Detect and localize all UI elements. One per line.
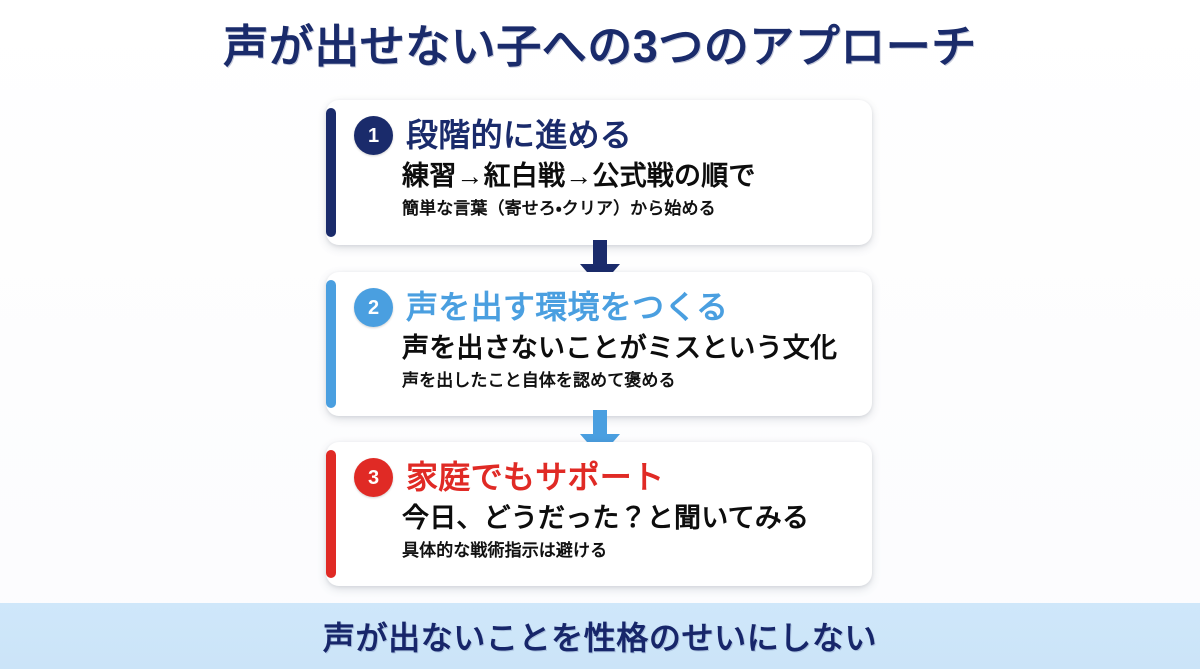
card-content-2: 2 声を出す環境をつくる 声を出さないことがミスという文化 声を出したこと自体を… bbox=[354, 272, 858, 416]
card-caption-3: 具体的な戦術指示は避ける bbox=[402, 541, 608, 560]
accent-bar-1 bbox=[326, 108, 336, 237]
card-caption-2: 声を出したこと自体を認めて褒める bbox=[402, 371, 676, 390]
card-heading-2: 声を出す環境をつくる bbox=[406, 288, 729, 325]
accent-bar-2 bbox=[326, 280, 336, 408]
step-number-badge-2: 2 bbox=[354, 288, 393, 327]
footer-message: 声が出ないことを性格のせいにしない bbox=[322, 620, 878, 656]
card-heading-1: 段階的に進める bbox=[406, 116, 633, 153]
card-content-1: 1 段階的に進める 練習→紅白戦→公式戦の順で 簡単な言葉（寄せろ・クリア）から… bbox=[354, 100, 858, 245]
card-content-3: 3 家庭でもサポート 今日、どうだった？と聞いてみる 具体的な戦術指示は避ける bbox=[354, 442, 858, 586]
card-header-2: 2 声を出す環境をつくる bbox=[354, 288, 728, 327]
step-number-badge-1: 1 bbox=[354, 116, 393, 155]
step-card-2: 2 声を出す環境をつくる 声を出さないことがミスという文化 声を出したこと自体を… bbox=[326, 272, 872, 416]
step-card-1: 1 段階的に進める 練習→紅白戦→公式戦の順で 簡単な言葉（寄せろ・クリア）から… bbox=[326, 100, 872, 245]
accent-bar-3 bbox=[326, 450, 336, 578]
card-subtitle-2: 声を出さないことがミスという文化 bbox=[402, 333, 838, 363]
card-subtitle-3: 今日、どうだった？と聞いてみる bbox=[402, 503, 810, 533]
card-heading-3: 家庭でもサポート bbox=[406, 458, 665, 495]
card-subtitle-1: 練習→紅白戦→公式戦の順で bbox=[402, 161, 756, 191]
page-title: 声が出せない子への3つのアプローチ bbox=[223, 21, 977, 72]
step-card-3: 3 家庭でもサポート 今日、どうだった？と聞いてみる 具体的な戦術指示は避ける bbox=[326, 442, 872, 586]
card-header-1: 1 段階的に進める bbox=[354, 116, 632, 155]
card-header-3: 3 家庭でもサポート bbox=[354, 458, 664, 497]
step-number-badge-3: 3 bbox=[354, 458, 393, 497]
card-caption-1: 簡単な言葉（寄せろ・クリア）から始める bbox=[402, 199, 716, 218]
footer-banner: 声が出ないことを性格のせいにしない bbox=[0, 603, 1200, 669]
